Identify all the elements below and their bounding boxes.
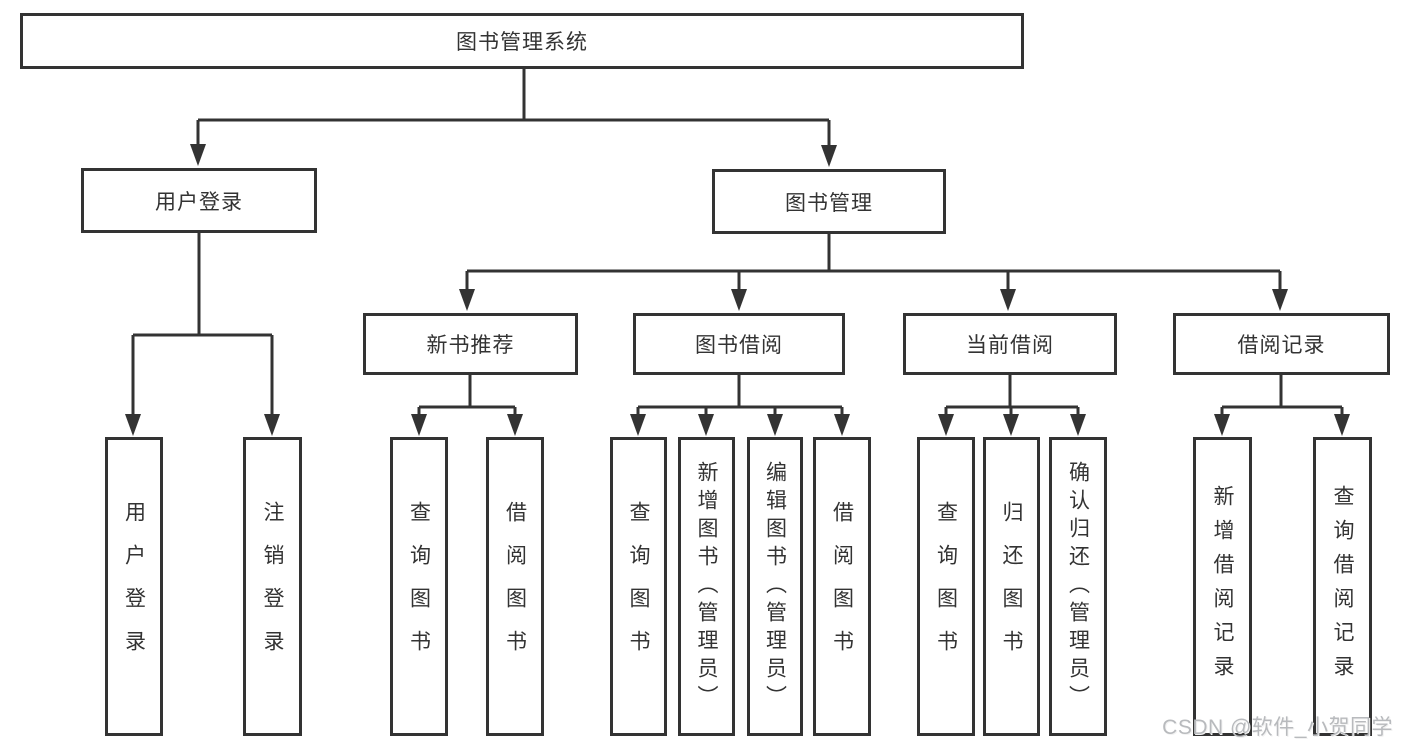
leaf-user-login: 用户登录	[105, 437, 163, 736]
node-current-borrow: 当前借阅	[903, 313, 1117, 375]
leaf-query-borrow-record: 查询借阅记录	[1313, 437, 1372, 736]
leaf-borrow-books: 借阅图书	[813, 437, 871, 736]
arrowheads	[125, 144, 1350, 436]
node-user-login: 用户登录	[81, 168, 317, 233]
leaf-logout: 注销登录	[243, 437, 302, 736]
leaf-return-books: 归还图书	[983, 437, 1040, 736]
leaf-edit-books-admin: 编辑图书（管理员）	[747, 437, 803, 736]
leaf-query-books-borrow: 查询图书	[610, 437, 667, 736]
leaf-query-books-recommend: 查询图书	[390, 437, 448, 736]
leaf-borrow-books-recommend: 借阅图书	[486, 437, 544, 736]
leaf-confirm-return-admin: 确认归还（管理员）	[1049, 437, 1107, 736]
node-new-book-recommend: 新书推荐	[363, 313, 578, 375]
leaf-query-books-current: 查询图书	[917, 437, 975, 736]
node-book-borrow: 图书借阅	[633, 313, 845, 375]
leaf-add-borrow-record: 新增借阅记录	[1193, 437, 1252, 736]
node-borrow-records: 借阅记录	[1173, 313, 1390, 375]
leaf-add-books-admin: 新增图书（管理员）	[678, 437, 735, 736]
node-book-management: 图书管理	[712, 169, 946, 234]
node-library-system: 图书管理系统	[20, 13, 1024, 69]
